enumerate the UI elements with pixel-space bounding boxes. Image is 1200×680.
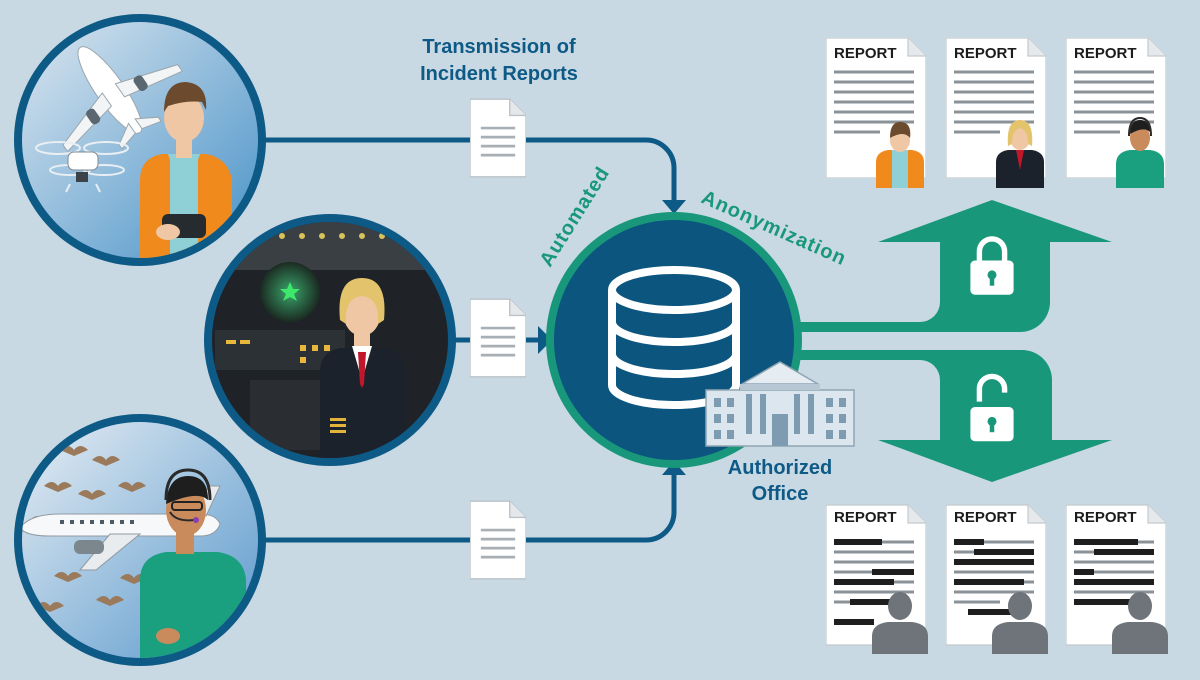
identified-report-card: REPORT [1066,38,1166,188]
anonymized-report-3-label: REPORT [1074,509,1137,526]
air-traffic-controller-avatar [1116,116,1164,188]
identified-reports-arrow [790,200,1112,332]
anonymized-report-1-label: REPORT [834,509,897,526]
pilot-person [320,278,406,458]
authorized-office-label-line2: Office [752,483,809,505]
laser-star-icon [280,282,300,301]
authorized-office-label-line1: Authorized [728,457,832,479]
identified-report-card: REPORT [826,38,926,188]
identified-report-2-label: REPORT [954,45,1017,62]
air-traffic-controller-scene [14,414,266,666]
anonymized-report-card: REPORT [826,504,928,654]
transmitted-report-document-middle [470,298,526,378]
transmission-title-line2: Incident Reports [420,63,578,85]
anonymized-report-card: REPORT [1066,504,1168,654]
pilot-cockpit-scene [204,214,456,466]
redaction-bars [1074,539,1154,605]
anonymized-report-2-label: REPORT [954,509,1017,526]
identified-report-3-label: REPORT [1074,45,1137,62]
pilot-avatar [996,120,1044,188]
drone-operator-person [140,82,232,258]
anonymized-reports-arrow [790,350,1112,482]
anonymous-person-icon [1112,592,1168,654]
identified-report-card: REPORT [946,38,1046,188]
airplane-icon [62,46,184,153]
transmitted-report-document-top [470,98,526,178]
drone-operator-avatar [876,122,924,188]
identified-reports: REPORT REPORT REPORT [826,38,1166,188]
redaction-bars [954,539,1034,615]
bird-flock-icon [30,446,148,612]
redaction-bars [834,539,914,625]
identified-report-1-label: REPORT [834,45,897,62]
drone-operator-scene [14,14,266,266]
anonymized-report-card: REPORT [946,504,1048,654]
authorized-office-building-icon [705,361,855,447]
anonymous-person-icon [992,592,1048,654]
drone-icon [35,141,129,193]
anonymous-person-icon [872,592,928,654]
transmitted-report-document-bottom [470,500,526,580]
transmission-title-line1: Transmission of [422,36,576,58]
anonymized-reports: REPORT REPORT REPORT [826,504,1168,654]
